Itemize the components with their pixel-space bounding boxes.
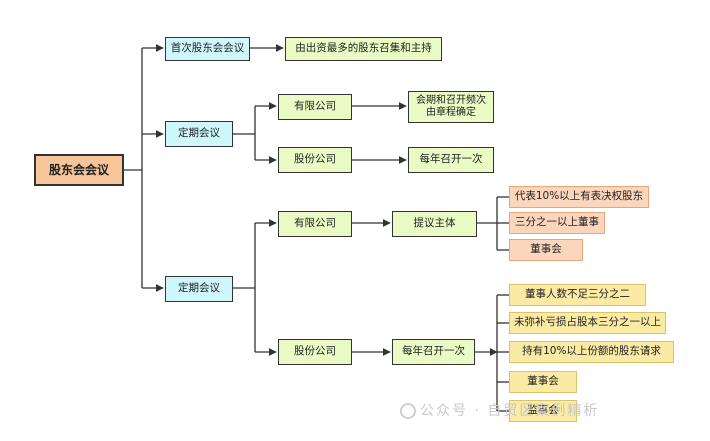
jsc-desc-node-1: 每年召开一次: [408, 147, 494, 173]
jsc-node-2: 股份公司: [278, 339, 352, 365]
watermark: 公众号 · 自贸区案例精析: [400, 400, 599, 420]
jsc-item: 未弥补亏损占股本三分之一以上: [509, 312, 666, 334]
jsc-desc-node-2: 每年召开一次: [392, 339, 475, 365]
proposer-item: 代表10%以上有表决权股东: [509, 186, 649, 208]
jsc-item: 监事会: [509, 400, 577, 422]
llc-node-2: 有限公司: [278, 211, 352, 237]
first-meeting-desc-node: 由出资最多的股东召集和主持: [285, 37, 442, 61]
jsc-item: 持有10%以上份额的股东请求: [509, 341, 674, 363]
regular-meeting-node-1: 定期会议: [165, 121, 233, 147]
regular-meeting-node-2: 定期会议: [165, 276, 233, 302]
root-node: 股东会会议: [34, 154, 124, 186]
watermark-text: 公众号 · 自贸区案例精析: [420, 403, 600, 419]
proposer-node: 提议主体: [392, 211, 477, 237]
proposer-item: 三分之一以上董事: [509, 212, 605, 234]
jsc-node-1: 股份公司: [278, 147, 352, 173]
proposer-item: 董事会: [509, 239, 583, 261]
llc-node-1: 有限公司: [278, 94, 352, 120]
first-meeting-node: 首次股东会会议: [165, 37, 250, 61]
llc-desc-node-1: 会期和召开频次 由章程确定: [408, 91, 494, 123]
jsc-item: 董事人数不足三分之二: [509, 284, 646, 306]
wechat-icon: [400, 403, 416, 419]
jsc-item: 董事会: [509, 371, 577, 393]
